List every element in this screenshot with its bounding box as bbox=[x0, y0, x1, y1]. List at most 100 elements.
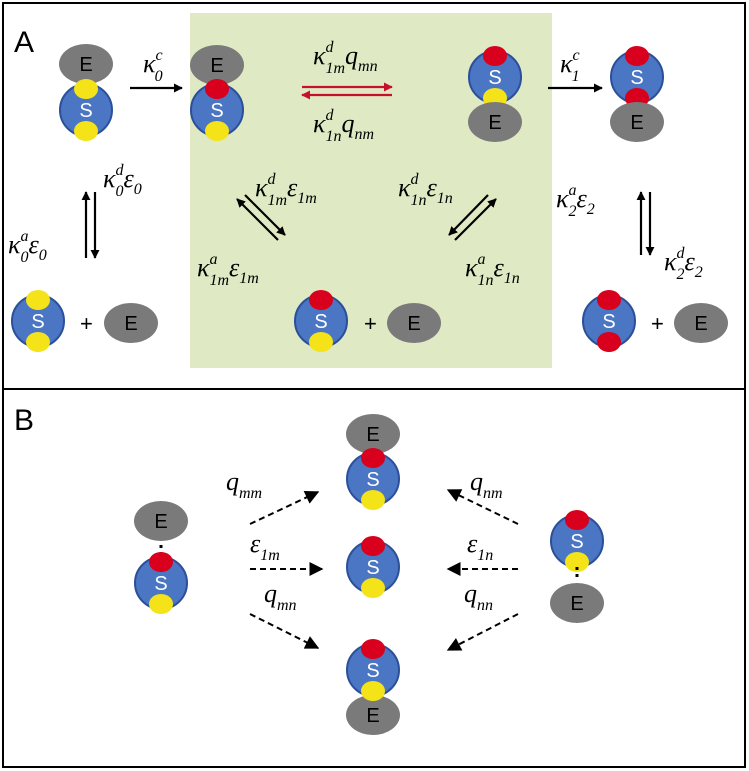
substrate-label: S bbox=[366, 469, 379, 491]
label-e1m: ε1m bbox=[250, 529, 280, 564]
enzyme-label: E bbox=[366, 424, 379, 446]
arrow-k1m-up bbox=[236, 198, 279, 241]
modified-site bbox=[361, 536, 385, 556]
b-complex-bottom: ES bbox=[346, 639, 400, 735]
label-qmn: qmn bbox=[264, 579, 297, 614]
label-e1n: ε1n bbox=[467, 529, 493, 564]
plus-center: + bbox=[364, 311, 377, 336]
enzyme-free-left: E bbox=[104, 303, 158, 343]
complex-e-bottom-double-modified: SE bbox=[610, 46, 664, 142]
enzyme-shape bbox=[387, 303, 441, 343]
unmodified-site bbox=[26, 332, 50, 352]
enzyme-shape bbox=[134, 501, 188, 541]
modified-site bbox=[483, 46, 507, 66]
arrow-qmm bbox=[249, 491, 320, 525]
modified-site bbox=[625, 46, 649, 66]
b-complex-right-tethered: SE bbox=[550, 510, 604, 623]
label-qnm: qnm bbox=[470, 467, 503, 502]
enzyme-label: E bbox=[124, 313, 137, 335]
enzyme-label: E bbox=[630, 112, 643, 134]
complex-e-top-one-modified: ES bbox=[190, 45, 244, 141]
arrow-qnm bbox=[446, 489, 519, 525]
arrow-qnn bbox=[446, 613, 519, 651]
modified-site bbox=[597, 290, 621, 310]
substrate-label: S bbox=[210, 100, 223, 122]
enzyme-shape bbox=[104, 303, 158, 343]
enzyme-shape bbox=[190, 45, 244, 85]
modified-site bbox=[597, 332, 621, 352]
substrate-label: S bbox=[314, 311, 327, 333]
unmodified-site bbox=[361, 578, 385, 598]
modified-site bbox=[205, 79, 229, 99]
unmodified-site bbox=[26, 290, 50, 310]
enzyme-label: E bbox=[154, 511, 167, 533]
label-qmm: qmm bbox=[226, 467, 262, 502]
substrate-label: S bbox=[79, 100, 92, 122]
b-substrate-middle: S bbox=[346, 536, 400, 598]
unmodified-site bbox=[309, 332, 333, 352]
substrate-label: S bbox=[488, 67, 501, 89]
unmodified-site bbox=[149, 594, 173, 614]
modified-site bbox=[361, 639, 385, 659]
substrate-unmodified-free: S bbox=[11, 290, 65, 352]
substrate-label: S bbox=[630, 67, 643, 89]
enzyme-shape bbox=[59, 44, 113, 84]
b-complex-left-tethered: ES bbox=[134, 501, 188, 614]
arrow-k1n-down bbox=[448, 194, 489, 236]
panel-b-label: B bbox=[14, 404, 34, 437]
b-complex-top: ES bbox=[346, 414, 400, 510]
enzyme-shape bbox=[610, 102, 664, 142]
modified-site bbox=[149, 552, 173, 572]
enzyme-free-center: E bbox=[387, 303, 441, 343]
modified-site bbox=[361, 448, 385, 468]
unmodified-site bbox=[74, 121, 98, 141]
enzyme-label: E bbox=[694, 313, 707, 335]
substrate-label: S bbox=[31, 311, 44, 333]
enzyme-label: E bbox=[407, 313, 420, 335]
substrate-one-modified-free: S bbox=[294, 290, 348, 352]
unmodified-site bbox=[74, 79, 98, 99]
substrate-label: S bbox=[154, 573, 167, 595]
enzyme-label: E bbox=[570, 593, 583, 615]
unmodified-site bbox=[205, 121, 229, 141]
enzyme-shape bbox=[550, 583, 604, 623]
enzyme-label: E bbox=[488, 112, 501, 134]
arrow-qmn bbox=[249, 613, 320, 649]
enzyme-label: E bbox=[210, 55, 223, 77]
label-qnn: qnn bbox=[464, 579, 493, 614]
enzyme-shape bbox=[346, 695, 400, 735]
panel-b-frame bbox=[2, 388, 746, 768]
unmodified-site bbox=[565, 552, 589, 572]
complex-e-top-unmodified: ES bbox=[59, 44, 113, 141]
enzyme-label: E bbox=[79, 54, 92, 76]
arrow-k1m-down bbox=[244, 194, 286, 236]
modified-site bbox=[565, 510, 589, 530]
unmodified-site bbox=[361, 490, 385, 510]
enzyme-label: E bbox=[366, 705, 379, 727]
substrate-label: S bbox=[602, 311, 615, 333]
substrate-label: S bbox=[366, 557, 379, 579]
enzyme-shape bbox=[468, 102, 522, 142]
plus-left: + bbox=[80, 311, 93, 336]
substrate-label: S bbox=[570, 531, 583, 553]
enzyme-shape bbox=[674, 303, 728, 343]
complex-e-bottom-one-modified: SE bbox=[468, 46, 522, 142]
plus-right: + bbox=[651, 311, 664, 336]
panel-a-label: A bbox=[14, 26, 34, 59]
enzyme-free-right: E bbox=[674, 303, 728, 343]
unmodified-site bbox=[361, 681, 385, 701]
substrate-double-modified-free: S bbox=[582, 290, 636, 352]
